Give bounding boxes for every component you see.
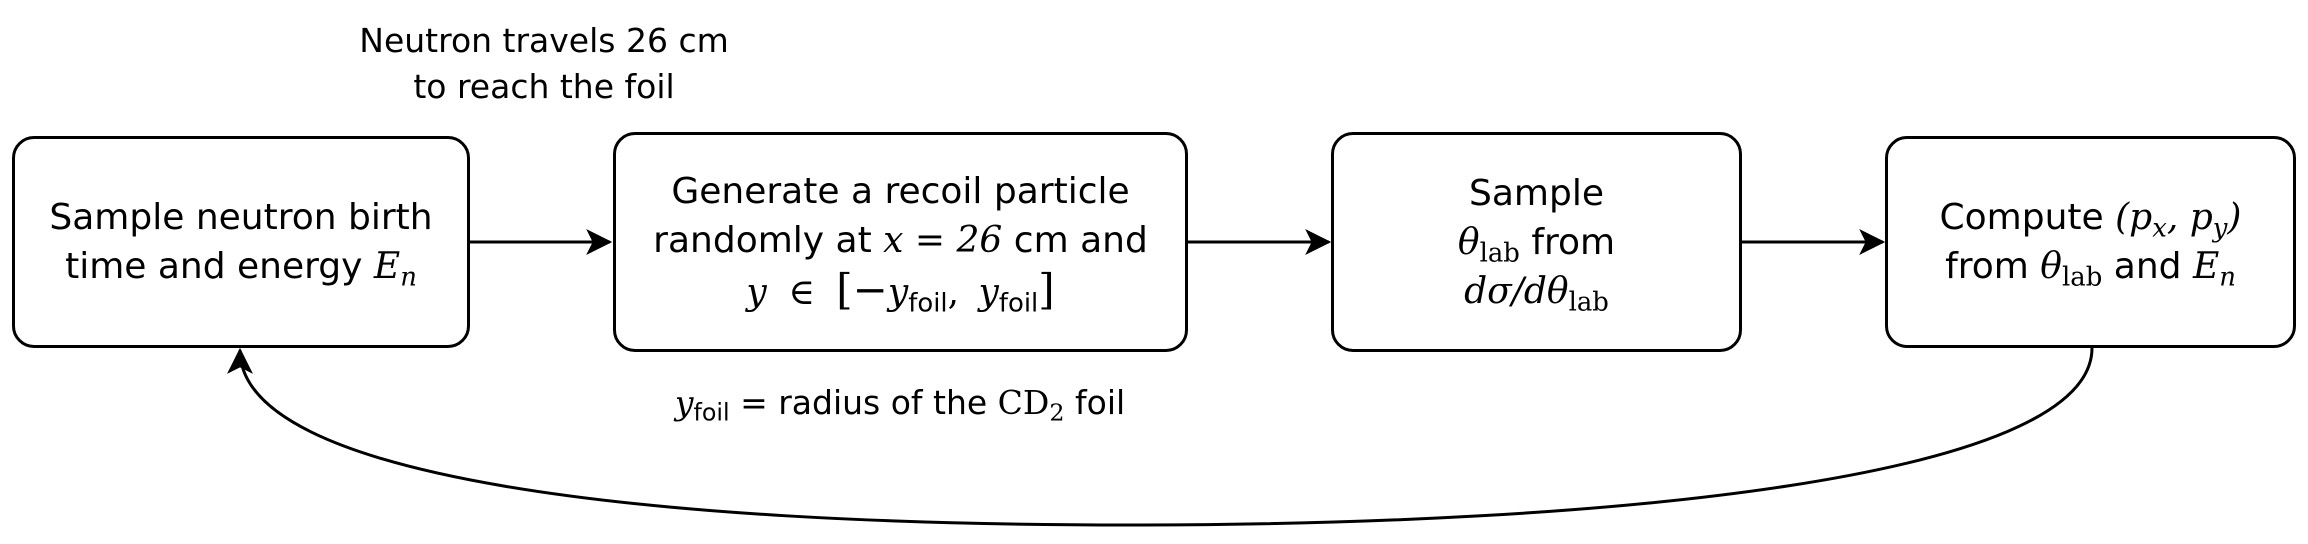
- energy-sub: n: [400, 262, 417, 293]
- compute-box: Compute (px, py) from θlab and En: [1885, 136, 2296, 348]
- travel-annotation: Neutron travels 26 cm to reach the foil: [344, 18, 744, 110]
- foil-radius-sub: foil: [693, 398, 730, 427]
- energy-var: E: [373, 246, 401, 287]
- compute-theta-sub: lab: [2061, 262, 2103, 293]
- recoil-box: Generate a recoil particle randomly at x…: [613, 132, 1188, 352]
- bracket-open: [−: [836, 265, 888, 314]
- yfoil-sub-2: foil: [998, 288, 1039, 319]
- sample-neutron-line1: Sample neutron birth: [49, 197, 433, 238]
- travel-annotation-line1: Neutron travels 26 cm: [359, 21, 729, 60]
- foil-radius-text: = radius of the: [729, 383, 998, 422]
- interval-comma: ,: [947, 272, 960, 313]
- recoil-x-eq: x = 26: [883, 220, 1003, 261]
- sample-theta-box: Sample θlab from dσ/dθlab: [1331, 132, 1742, 352]
- yfoil-var-2: y: [978, 272, 999, 313]
- momentum-close: ): [2227, 197, 2242, 238]
- recoil-y-var: y: [746, 272, 767, 313]
- theta-var: θ: [1457, 221, 1480, 263]
- cd-sub: 2: [1049, 398, 1065, 427]
- compute-line2-mid: and: [2102, 246, 2193, 287]
- momentum-sub-x: x: [2152, 213, 2167, 244]
- compute-line1-text: Compute: [1939, 197, 2116, 238]
- recoil-line1: Generate a recoil particle: [671, 171, 1130, 212]
- element-of-symbol: ∈: [788, 272, 815, 313]
- cross-section-expr: dσ/dθ: [1464, 270, 1569, 312]
- momentum-open: (p: [2115, 197, 2153, 238]
- sample-neutron-box: Sample neutron birth time and energy En: [12, 136, 470, 348]
- theta-sub: lab: [1479, 237, 1520, 268]
- yfoil-var-1: y: [887, 272, 909, 313]
- bracket-close: ]: [1038, 265, 1055, 314]
- compute-energy-var: E: [2192, 246, 2220, 287]
- yfoil-sub-1: foil: [908, 288, 948, 319]
- cross-section-sub: lab: [1568, 286, 1609, 317]
- recoil-line2-pre: randomly at: [653, 220, 884, 261]
- loop-arrow-compute-to-birth: [227, 347, 2094, 527]
- foil-radius-post: foil: [1064, 383, 1126, 422]
- sample-theta-line2-post: from: [1519, 221, 1616, 263]
- momentum-sub-y: y: [2212, 213, 2228, 244]
- sample-neutron-line2-text: time and energy: [65, 246, 374, 287]
- compute-energy-sub: n: [2219, 262, 2236, 293]
- cd-label: CD: [997, 383, 1050, 422]
- travel-annotation-line2: to reach the foil: [413, 67, 675, 106]
- compute-line2-pre: from: [1945, 246, 2041, 287]
- foil-radius-annotation: yfoil = radius of the CD2 foil: [600, 380, 1200, 426]
- momentum-mid: , p: [2166, 197, 2213, 238]
- recoil-line2-post: cm and: [1002, 220, 1148, 261]
- sample-theta-line1: Sample: [1469, 172, 1604, 214]
- compute-theta-var: θ: [2040, 246, 2062, 287]
- foil-radius-var: y: [674, 383, 694, 422]
